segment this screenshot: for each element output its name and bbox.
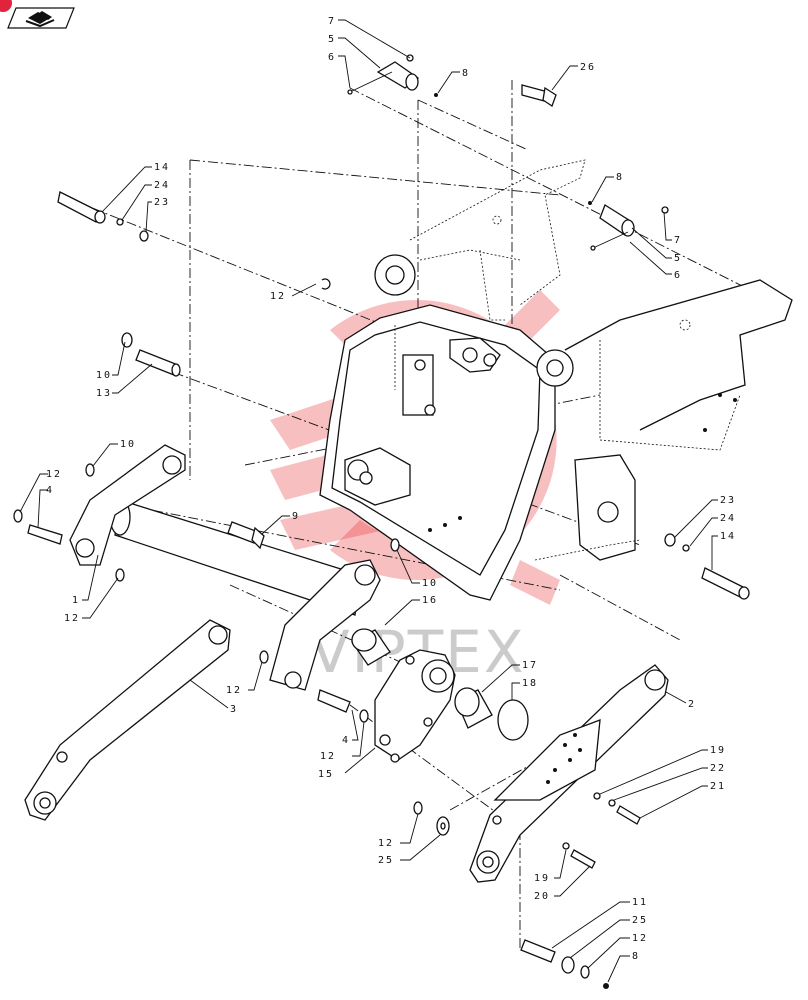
callout-8: 8	[616, 172, 624, 183]
callout-4: 4	[342, 735, 350, 746]
callout-8: 8	[462, 68, 470, 79]
callout-14: 14	[154, 162, 170, 173]
callout-6: 6	[328, 52, 336, 63]
bushing-16	[351, 628, 391, 666]
status-marker	[0, 0, 12, 12]
callout-1: 1	[72, 595, 80, 606]
lift-arm-assembly	[69, 444, 381, 691]
callout-15: 15	[318, 769, 334, 780]
callout-12: 12	[320, 751, 336, 762]
callout-10: 10	[120, 439, 136, 450]
callout-18: 18	[522, 678, 538, 689]
callout-19: 19	[534, 873, 550, 884]
callout-25: 25	[632, 915, 648, 926]
bracket-15	[374, 649, 456, 763]
right-frame-arm	[534, 279, 793, 561]
callout-8: 8	[632, 951, 640, 962]
callout-3: 3	[230, 704, 238, 715]
callout-12: 12	[632, 933, 648, 944]
callout-16: 16	[422, 595, 438, 606]
callout-2: 2	[688, 699, 696, 710]
callout-17: 17	[522, 660, 538, 671]
link-3	[24, 619, 231, 821]
callout-12: 12	[226, 685, 242, 696]
disc-18	[497, 699, 529, 741]
callout-21: 21	[710, 781, 726, 792]
callout-22: 22	[710, 763, 726, 774]
callout-10: 10	[96, 370, 112, 381]
callout-9: 9	[292, 511, 300, 522]
callout-24: 24	[720, 513, 736, 524]
callout-26: 26	[580, 62, 596, 73]
callout-4: 4	[46, 485, 54, 496]
callout-25: 25	[378, 855, 394, 866]
callout-6: 6	[674, 270, 682, 281]
upper-frame-hidden	[409, 159, 586, 321]
callout-leaders	[19, 19, 718, 983]
callout-12: 12	[64, 613, 80, 624]
callout-12: 12	[46, 469, 62, 480]
callout-5: 5	[674, 253, 682, 264]
book-page-nav-button[interactable]	[6, 6, 76, 30]
callout-5: 5	[328, 34, 336, 45]
callout-7: 7	[328, 16, 336, 27]
callout-23: 23	[154, 197, 170, 208]
callout-10: 10	[422, 578, 438, 589]
link-2	[469, 664, 669, 883]
callout-12: 12	[378, 838, 394, 849]
assembly-axis-lines	[59, 80, 771, 950]
callout-7: 7	[674, 235, 682, 246]
callout-12: 12	[270, 291, 286, 302]
callout-labels: 7 5 6 8 26 14 24 23 8 7 5 6 12 10 13 10 …	[46, 16, 736, 962]
callout-19: 19	[710, 745, 726, 756]
book-page-icon	[7, 7, 75, 29]
callout-24: 24	[154, 180, 170, 191]
callout-11: 11	[632, 897, 648, 908]
callout-14: 14	[720, 531, 736, 542]
callout-23: 23	[720, 495, 736, 506]
bushing-17	[454, 687, 493, 729]
callout-20: 20	[534, 891, 550, 902]
hardware	[13, 54, 750, 989]
callout-13: 13	[96, 388, 112, 399]
boom-mount-frame	[319, 254, 574, 601]
